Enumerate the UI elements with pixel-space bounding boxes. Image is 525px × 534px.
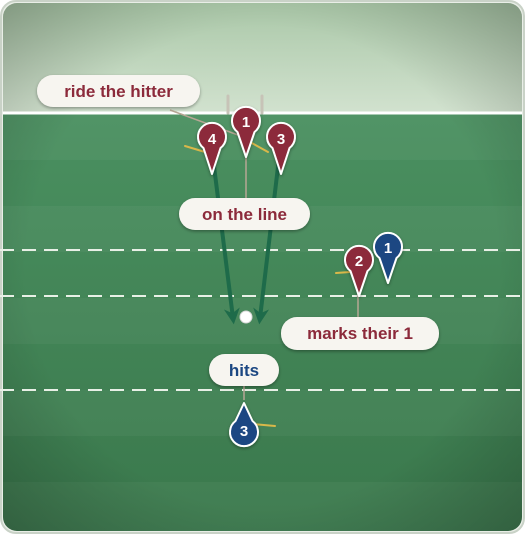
stick-red-2 [335,271,351,274]
goal-posts [226,94,264,115]
player-red-1[interactable]: 1 [231,105,261,158]
label-text: hits [229,361,259,380]
run-arrow-red-3 [253,149,282,325]
player-blue-3[interactable]: 3 [229,402,259,448]
sliotar-ball [239,310,253,324]
label-marks-their-1: marks their 1 [281,317,439,350]
label-hits: hits [209,354,279,386]
player-number: 2 [355,253,363,270]
player-number: 3 [240,423,248,440]
player-red-3[interactable]: 3 [266,121,296,175]
label-text: marks their 1 [307,324,413,343]
player-blue-1[interactable]: 1 [373,231,403,284]
player-red-2[interactable]: 2 [344,244,374,297]
stick-red-1 [249,141,269,153]
label-on-the-line: on the line [179,198,310,230]
run-arrow-red-4 [210,149,240,325]
label-text: on the line [202,205,287,224]
label-ride-the-hitter: ride the hitter [37,75,200,107]
player-number: 3 [277,131,285,148]
leader-line-ride-the-hitter [169,109,239,136]
stick-red-4 [184,145,206,153]
player-red-4[interactable]: 4 [197,121,227,175]
label-text: ride the hitter [64,82,173,101]
player-number: 1 [242,114,250,131]
player-number: 1 [384,240,392,257]
player-number: 4 [208,131,217,148]
